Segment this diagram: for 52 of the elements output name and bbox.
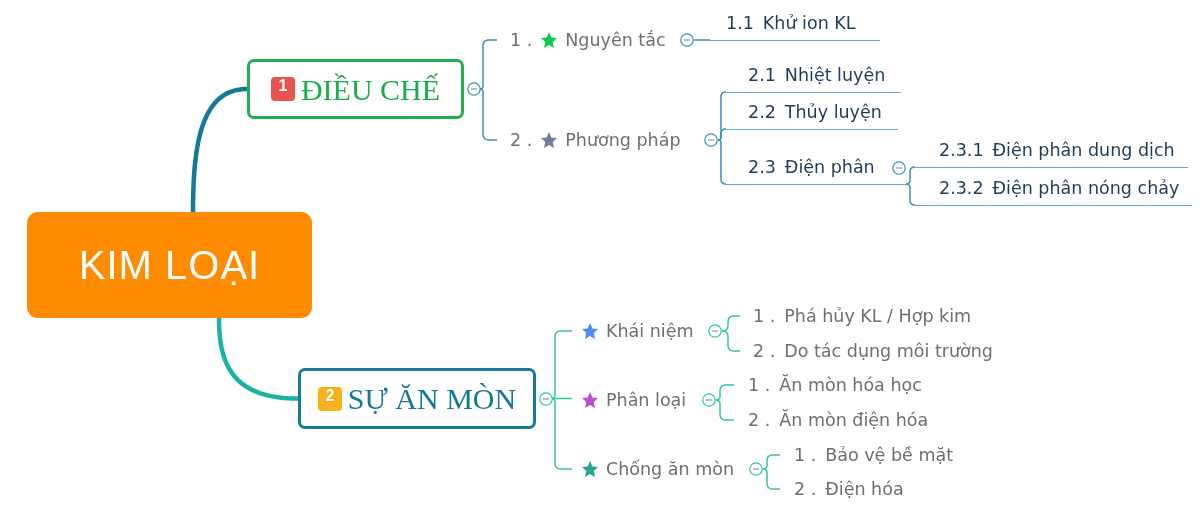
connector-line <box>762 468 781 490</box>
topic-title: Bảo vệ bề mặt <box>825 444 954 466</box>
connector-line <box>550 330 573 400</box>
topic-title: Khử ion KL <box>762 13 856 34</box>
topic-title: Điện phân <box>784 157 875 178</box>
topic-title: Chống ăn mòn <box>606 458 734 480</box>
topic-title: Ăn mòn hóa học <box>779 374 922 396</box>
topic-title: Do tác dụng môi trường <box>784 340 993 362</box>
topic-title: KIM LOẠI <box>78 242 261 288</box>
topic-title: ĐIỀU CHẾ <box>300 72 441 106</box>
topic-title: SỰ ĂN MÒN <box>347 382 517 415</box>
list-number: 2.2 <box>748 102 776 123</box>
list-number: 2.3.1 <box>939 140 984 161</box>
topic-title: Phá hủy KL / Hợp kim <box>784 305 972 327</box>
number-marker: 2 <box>317 386 342 411</box>
topic-title: Thủy luyện <box>784 102 882 123</box>
connector-line <box>693 39 711 41</box>
topic-title: Nhiệt luyện <box>784 65 886 86</box>
list-number: 1.1 <box>726 13 754 34</box>
connector-line <box>479 39 498 90</box>
topic-title: Phương pháp <box>565 129 681 151</box>
connector-line <box>762 454 781 470</box>
topic-title: Điện phân nóng chảy <box>992 178 1180 199</box>
connector-line <box>717 128 727 141</box>
connector-line <box>717 139 727 185</box>
list-number: 2 . <box>748 409 771 431</box>
list-number: 2 . <box>794 478 817 500</box>
connector-line <box>479 88 498 141</box>
topic-title: Khái niệm <box>606 320 694 342</box>
central-topic-box <box>27 212 312 318</box>
topic-title: Phân loại <box>606 389 687 411</box>
list-number: 2 . <box>753 340 776 362</box>
list-number: 1 . <box>753 305 776 327</box>
connector-line <box>905 166 916 185</box>
connector-line <box>715 399 735 421</box>
connector-line <box>715 384 735 401</box>
topic-title: Điện hóa <box>825 478 904 500</box>
connector-line <box>550 397 573 470</box>
connector-line <box>905 183 916 206</box>
list-number: 2.3.2 <box>939 178 984 199</box>
topic-title: Ăn mòn điện hóa <box>779 409 929 431</box>
list-number: 2.3 <box>748 157 776 178</box>
list-number: 1 . <box>748 374 771 396</box>
list-number: 2.1 <box>748 65 776 86</box>
topic-title: Nguyên tắc <box>565 29 666 51</box>
topic-title: Điện phân dung dịch <box>992 140 1175 161</box>
number-marker: 1 <box>270 77 295 101</box>
list-number: 1 . <box>794 444 817 466</box>
list-number: 2 . <box>510 129 533 151</box>
connector-line <box>721 330 741 352</box>
connector-line <box>721 315 741 332</box>
list-number: 1 . <box>510 29 533 51</box>
